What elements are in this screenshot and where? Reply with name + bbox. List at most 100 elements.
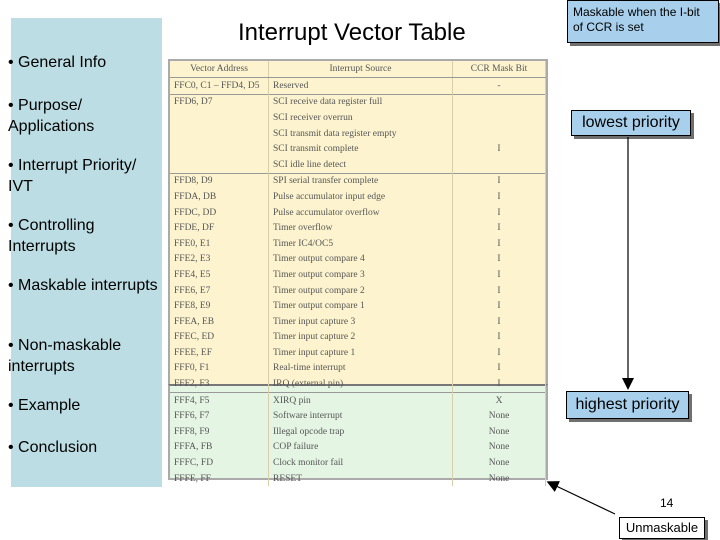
sidebar-item-example[interactable]: • Example xyxy=(8,397,81,414)
sidebar-item-non-maskable[interactable]: • Non-maskable interrupts xyxy=(8,337,122,375)
table-header-row: Vector Address Interrupt Source CCR Mask… xyxy=(170,61,546,78)
ccr-mask-bit-cell: X xyxy=(452,391,546,409)
interrupt-source-cell: Pulse accumulator input edge xyxy=(268,189,453,205)
interrupt-source-cell: RESET xyxy=(268,470,453,487)
vector-address-cell: FFDE, DF xyxy=(170,220,269,236)
sidebar-item-conclusion[interactable]: • Conclusion xyxy=(8,439,98,456)
interrupt-source-cell: SCI receiver overrun xyxy=(268,110,453,126)
interrupt-source-cell: Timer input capture 2 xyxy=(268,329,453,346)
interrupt-source-cell: XIRQ pin xyxy=(268,391,453,409)
interrupt-source-cell: Real-time interrupt xyxy=(268,360,453,377)
interrupt-source-cell: SCI receive data register full xyxy=(268,93,453,111)
ccr-mask-bit-cell: I xyxy=(452,298,546,314)
sidebar-item-purpose[interactable]: • Purpose/ Applications xyxy=(8,97,95,135)
vector-table: Vector Address Interrupt Source CCR Mask… xyxy=(170,61,546,487)
interrupt-source-cell: SCI transmit data register empty xyxy=(268,125,453,142)
vector-address-cell: FFE2, E3 xyxy=(170,251,269,268)
interrupt-source-cell: IRQ (external pin) xyxy=(268,376,453,393)
interrupt-source-cell: SCI idle line detect xyxy=(268,156,453,174)
ccr-mask-bit-cell: I xyxy=(452,329,546,346)
vector-address-cell: FFE6, E7 xyxy=(170,282,269,299)
ccr-mask-bit-cell: None xyxy=(452,439,546,456)
unmaskable-label: Unmaskable xyxy=(619,517,705,539)
interrupt-source-cell: Timer input capture 3 xyxy=(268,313,453,330)
ccr-mask-bit-cell: I xyxy=(452,376,546,393)
vector-address-cell: FFDC, DD xyxy=(170,204,269,221)
vector-address-cell: FFEA, EB xyxy=(170,313,269,330)
vector-address-cell: FFE8, E9 xyxy=(170,298,269,314)
highest-priority-callout: highest priority xyxy=(566,391,689,419)
ccr-mask-bit-cell: I xyxy=(452,313,546,330)
ccr-mask-bit-cell: - xyxy=(452,77,546,95)
vector-address-cell: FFF8, F9 xyxy=(170,424,269,440)
vector-address-cell: FFD6, D7 xyxy=(170,93,269,111)
vector-address-cell xyxy=(170,110,269,126)
interrupt-source-cell: Software interrupt xyxy=(268,408,453,425)
ccr-mask-bit-cell: I xyxy=(452,267,546,283)
vector-address-cell: FFF6, F7 xyxy=(170,408,269,425)
interrupt-source-cell: Reserved xyxy=(268,77,453,95)
interrupt-source-cell: Timer input capture 1 xyxy=(268,345,453,361)
sidebar-item-general-info[interactable]: • General Info xyxy=(8,54,107,71)
vector-address-cell: FFC0, C1 – FFD4, D5 xyxy=(170,77,269,95)
vector-address-cell: FFE0, E1 xyxy=(170,235,269,252)
vector-address-cell: FFFC, FD xyxy=(170,455,269,471)
table-row: SCI transmit data register empty xyxy=(170,125,546,142)
ccr-mask-bit-cell: I xyxy=(452,172,546,190)
vector-address-cell: FFEE, EF xyxy=(170,345,269,361)
ccr-mask-bit-cell xyxy=(452,110,546,126)
vector-address-cell: FFF4, F5 xyxy=(170,391,269,409)
interrupt-source-cell: SCI transmit complete xyxy=(268,141,453,157)
ccr-mask-bit-cell: I xyxy=(452,141,546,157)
interrupt-source-cell: Timer output compare 1 xyxy=(268,298,453,314)
vector-address-cell: FFEC, ED xyxy=(170,329,269,346)
sidebar-item-interrupt-priority[interactable]: • Interrupt Priority/ IVT xyxy=(8,157,137,195)
vector-address-cell: FFE4, E5 xyxy=(170,267,269,283)
interrupt-source-cell: Illegal opcode trap xyxy=(268,424,453,440)
sidebar-item-controlling-interrupts[interactable]: • Controlling Interrupts xyxy=(8,217,95,255)
interrupt-source-cell: SPI serial transfer complete xyxy=(268,172,453,190)
sidebar-item-maskable[interactable]: • Maskable interrupts xyxy=(8,277,158,294)
ccr-mask-bit-cell xyxy=(452,125,546,142)
ccr-mask-bit-cell: None xyxy=(452,455,546,471)
vector-address-cell: FFDA, DB xyxy=(170,189,269,205)
vector-address-cell xyxy=(170,141,269,157)
vector-address-cell: FFFE, FF xyxy=(170,470,269,487)
table-row: SCI receiver overrun xyxy=(170,110,546,126)
vector-address-cell: FFF0, F1 xyxy=(170,360,269,377)
ccr-mask-bit-cell xyxy=(452,93,546,111)
slide-title: Interrupt Vector Table xyxy=(238,19,466,46)
ccr-mask-bit-cell: I xyxy=(452,251,546,268)
interrupt-source-cell: Clock monitor fail xyxy=(268,455,453,471)
ccr-mask-bit-cell: I xyxy=(452,189,546,205)
interrupt-source-cell: Timer output compare 4 xyxy=(268,251,453,268)
ccr-mask-bit-cell: None xyxy=(452,470,546,487)
vector-address-cell xyxy=(170,125,269,142)
ccr-mask-bit-cell xyxy=(452,156,546,174)
interrupt-source-cell: Timer output compare 3 xyxy=(268,267,453,283)
column-header: CCR Mask Bit xyxy=(452,61,546,78)
interrupt-source-cell: Timer output compare 2 xyxy=(268,282,453,299)
ccr-mask-bit-cell: I xyxy=(452,282,546,299)
ccr-mask-bit-cell: I xyxy=(452,220,546,236)
ccr-mask-bit-cell: None xyxy=(452,424,546,440)
table-row: SCI idle line detect xyxy=(170,156,546,174)
